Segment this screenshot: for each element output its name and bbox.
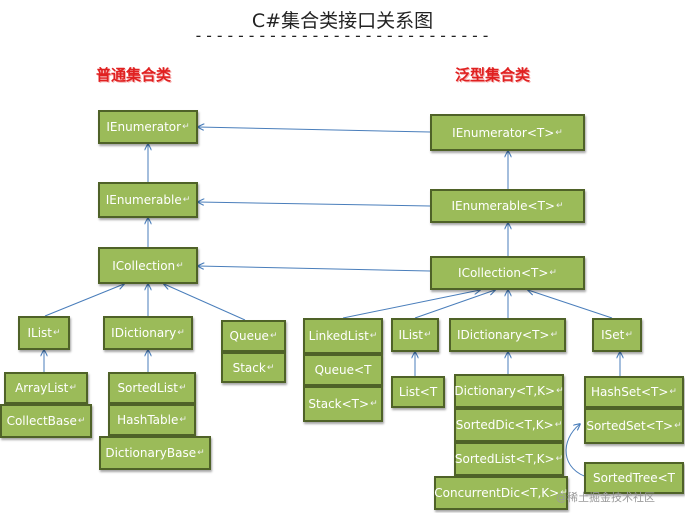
node-sortedlist: SortedList↵ xyxy=(108,372,196,404)
arrow-g-sortedtree-to-g-sorteddic xyxy=(565,424,591,479)
node-g-concurrentdic: ConcurrentDic<T,K>↵ xyxy=(434,476,568,510)
node-collectbase: CollectBase↵ xyxy=(0,404,92,438)
arrow-g-ienumerable-to-ienumerable xyxy=(198,202,431,207)
watermark: @稀土掘金技术社区 xyxy=(556,491,655,504)
node-g-sortedlist: SortedList<T,K>↵ xyxy=(454,442,564,476)
node-icollection: ICollection↵ xyxy=(98,247,198,284)
title-underline: ---------------------------- xyxy=(193,26,492,45)
node-idictionary: IDictionary↵ xyxy=(103,316,193,350)
node-g-iset: ISet↵ xyxy=(592,318,642,352)
arrow-g-iset-to-g-icollection xyxy=(528,290,613,319)
node-g-stack: Stack<T>↵ xyxy=(303,386,383,422)
arrow-g-icollection-to-icollection xyxy=(198,266,431,272)
node-g-ilist: IList↵ xyxy=(391,318,439,352)
node-g-sortedset: SortedSet<T>↵ xyxy=(584,408,684,444)
node-stack: Stack↵ xyxy=(221,352,286,383)
node-g-sorteddic: SortedDic<T,K>↵ xyxy=(454,408,564,442)
node-queue: Queue↵ xyxy=(221,320,286,352)
node-g-list: List<T xyxy=(391,376,445,408)
node-g-icollection: ICollection<T>↵ xyxy=(430,256,585,290)
arrow-queue-to-icollection xyxy=(164,284,246,321)
arrow-g-linkedlist-to-g-icollection xyxy=(342,290,480,319)
arrow-ilist-to-icollection xyxy=(44,284,124,317)
node-g-hashset: HashSet<T>↵ xyxy=(584,376,684,408)
arrow-g-ienumerator-to-ienumerator xyxy=(198,127,431,133)
node-g-queue: Queue<T xyxy=(303,354,383,386)
arrow-g-ilist-to-g-icollection xyxy=(414,290,495,319)
node-g-ienumerable: IEnumerable<T>↵ xyxy=(430,189,585,223)
node-arraylist: ArrayList↵ xyxy=(4,372,88,404)
section-title-nongeneric: 普通集合类 xyxy=(96,66,172,84)
node-dictionarybase: DictionaryBase↵ xyxy=(99,436,211,470)
node-ienumerable: IEnumerable↵ xyxy=(98,182,198,218)
node-g-linkedlist: LinkedList↵ xyxy=(303,318,383,354)
node-ilist: IList↵ xyxy=(18,316,70,350)
node-g-ienumerator: IEnumerator<T>↵ xyxy=(430,114,585,151)
node-g-idictionary: IDictionary<T>↵ xyxy=(449,318,566,352)
page-title: C#集合类接口关系图 xyxy=(251,10,434,32)
node-ienumerator: IEnumerator↵ xyxy=(98,110,198,144)
node-g-sortedtree: SortedTree<T xyxy=(584,462,684,494)
node-hashtable: HashTable↵ xyxy=(108,404,196,436)
node-g-dictionary: Dictionary<T,K>↵ xyxy=(454,374,564,408)
section-title-generic: 泛型集合类 xyxy=(455,66,531,84)
